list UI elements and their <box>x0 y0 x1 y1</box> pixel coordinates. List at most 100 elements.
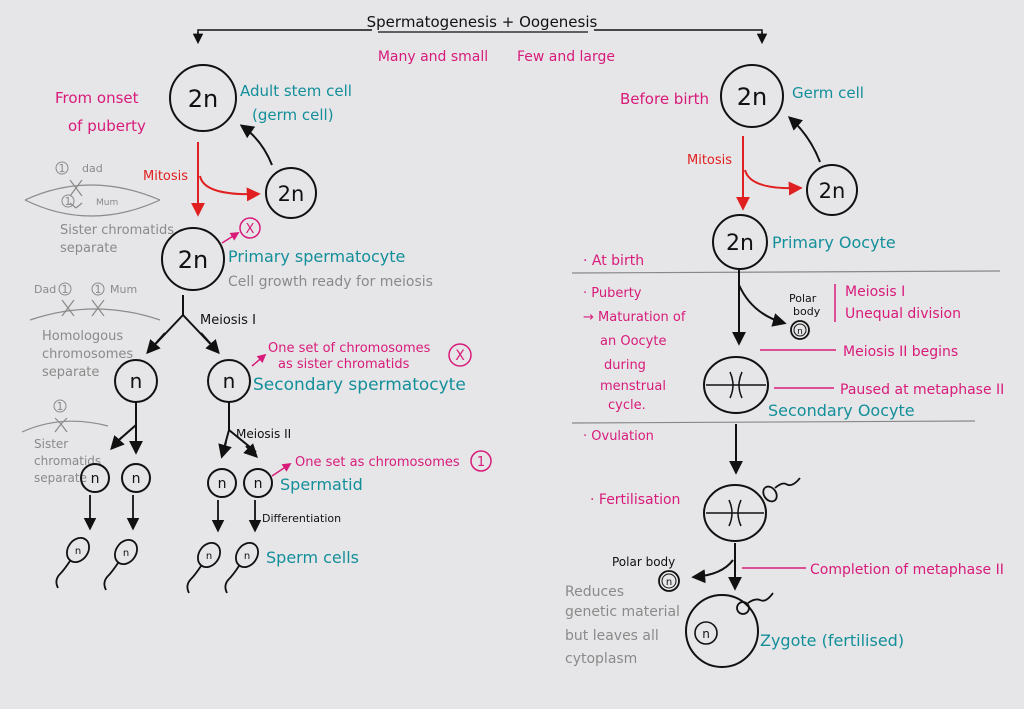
secondary-spermatocyte-left: n <box>114 359 158 403</box>
ovulation-label: · Ovulation <box>583 429 654 444</box>
secondary-spermatocyte-right: n <box>207 359 251 403</box>
svg-text:n: n <box>206 551 212 562</box>
meiosis1-arrow-left <box>146 332 166 355</box>
sperm-cell-1: n <box>55 537 90 589</box>
title-bracket <box>197 29 763 38</box>
polar-body-arrow <box>738 284 787 327</box>
completion-arrow-left <box>691 559 734 584</box>
meiosis2-right-arrow-b <box>243 443 258 458</box>
spermatid-2: n <box>121 463 151 493</box>
fertilisation-label: · Fertilisation <box>590 492 680 508</box>
meiosis2-label: Meiosis II <box>236 427 291 441</box>
zygote-nucleus: n <box>702 627 710 641</box>
svg-text:2n: 2n <box>726 231 754 256</box>
egg-mitosis-arrow-right <box>744 169 803 196</box>
svg-text:2n: 2n <box>188 85 218 113</box>
divider-2 <box>571 420 976 424</box>
svg-text:1: 1 <box>62 283 69 296</box>
reduces-note: Reduces genetic material but leaves all … <box>565 584 684 667</box>
secondary-spermatocyte-note: One set of chromosomes as sister chromat… <box>268 341 435 372</box>
sperm-cell-2: n <box>103 539 138 591</box>
primary-spermatocyte-label: Primary spermatocyte <box>228 247 405 266</box>
meiosis2-sketch <box>21 417 109 433</box>
spermatid-chromosome-mark: 1 <box>470 450 492 472</box>
sperm-at-egg <box>762 477 801 503</box>
return-arrow <box>239 124 273 166</box>
secondary-chromosome-mark: X <box>448 343 472 367</box>
svg-text:Mum: Mum <box>110 283 137 296</box>
sperm-size-note: Many and small <box>378 49 488 65</box>
svg-text:n: n <box>91 471 100 487</box>
sperm-cells-label: Sperm cells <box>266 548 359 567</box>
svg-text:chromatids: chromatids <box>34 454 101 468</box>
svg-text:X: X <box>455 348 465 364</box>
svg-text:Sister chromatids: Sister chromatids <box>60 223 174 238</box>
puberty-note: · Puberty → Maturation of an Oocyte duri… <box>583 286 690 413</box>
at-birth-label: · At birth <box>583 253 644 269</box>
svg-text:2n: 2n <box>819 179 846 203</box>
secondary-spermatocyte-label: Secondary spermatocyte <box>253 375 466 395</box>
svg-text:n: n <box>123 548 129 559</box>
svg-text:Dad: Dad <box>34 283 56 296</box>
svg-text:separate: separate <box>42 365 99 380</box>
svg-text:n: n <box>223 369 236 393</box>
egg-mitosis-label: Mitosis <box>687 153 732 168</box>
mitosis-arrow-right <box>199 175 261 202</box>
sperm-cell-4: n <box>224 542 259 594</box>
zygote-label: Zygote (fertilised) <box>760 631 904 650</box>
meiosis2-left-arrow-a <box>110 435 125 451</box>
meiosis1-sketch-labels: Dad 1 1 Mum Homologous chromosomes separ… <box>34 282 137 380</box>
polar-body-label-top: Polar body <box>789 292 821 318</box>
svg-text:2n: 2n <box>278 182 305 206</box>
svg-text:1: 1 <box>65 195 72 208</box>
svg-text:X: X <box>246 222 255 237</box>
svg-text:2n: 2n <box>737 83 767 111</box>
zygote-sperm <box>736 592 774 615</box>
primary-spermatocyte: 2n <box>161 227 225 291</box>
spermatid-note-pointer <box>271 463 292 477</box>
spermatid-3: n <box>207 468 237 498</box>
svg-text:n: n <box>244 551 250 562</box>
before-birth-label: Before birth <box>620 90 709 108</box>
secondary-note-pointer <box>251 353 267 367</box>
germ-cell-label: Germ cell <box>792 84 864 102</box>
meiosis2-sketch-labels: 1 Sister chromatids separate <box>34 399 101 485</box>
svg-text:n: n <box>130 369 143 393</box>
svg-text:separate: separate <box>34 471 87 485</box>
onset-of-puberty: From onset of puberty <box>55 89 146 135</box>
mitosis-sketch-labels: 1 dad 1 Mum Sister chromatids separate <box>55 161 174 256</box>
sperm-cell-3: n <box>186 542 221 594</box>
svg-text:Homologous: Homologous <box>42 329 123 344</box>
paused-label: Paused at metaphase II <box>840 382 1004 398</box>
svg-text:n: n <box>666 577 672 588</box>
spermatid-4: n <box>243 468 273 498</box>
egg-return-arrow <box>787 116 821 163</box>
polar-body-bottom: n <box>658 570 680 592</box>
svg-text:Sister: Sister <box>34 437 68 451</box>
meiosis1-sketch <box>29 299 161 321</box>
egg-meiosis1-note: Meiosis I Unequal division <box>845 284 961 322</box>
spermatid-note: One set as chromosomes <box>295 455 460 470</box>
polar-body-label-bottom: Polar body <box>612 555 675 569</box>
meiosis2-begins-label: Meiosis II begins <box>843 344 958 360</box>
meiosis1-label: Meiosis I <box>200 313 256 328</box>
germ-cell: 2n <box>720 64 784 128</box>
spermatid-1: n <box>80 463 110 493</box>
primary-chromosome-mark: X <box>239 217 261 239</box>
primary-spermatocyte-note: Cell growth ready for meiosis <box>228 274 433 290</box>
svg-text:1: 1 <box>477 455 485 470</box>
svg-text:1: 1 <box>59 162 66 175</box>
zygote <box>685 594 759 668</box>
primary-mark-pointer <box>221 232 240 244</box>
completion-label: Completion of metaphase II <box>810 562 1004 578</box>
mitosis-sketch <box>24 179 161 217</box>
adult-stem-cell: 2n <box>169 64 237 132</box>
primary-oocyte-label: Primary Oocyte <box>772 233 896 252</box>
svg-text:n: n <box>75 546 81 557</box>
svg-text:n: n <box>132 471 141 487</box>
egg-renewed-germ-cell: 2n <box>806 164 858 216</box>
differentiation-label: Differentiation <box>262 512 341 525</box>
primary-oocyte: 2n <box>712 214 768 270</box>
egg-size-note: Few and large <box>517 49 615 65</box>
